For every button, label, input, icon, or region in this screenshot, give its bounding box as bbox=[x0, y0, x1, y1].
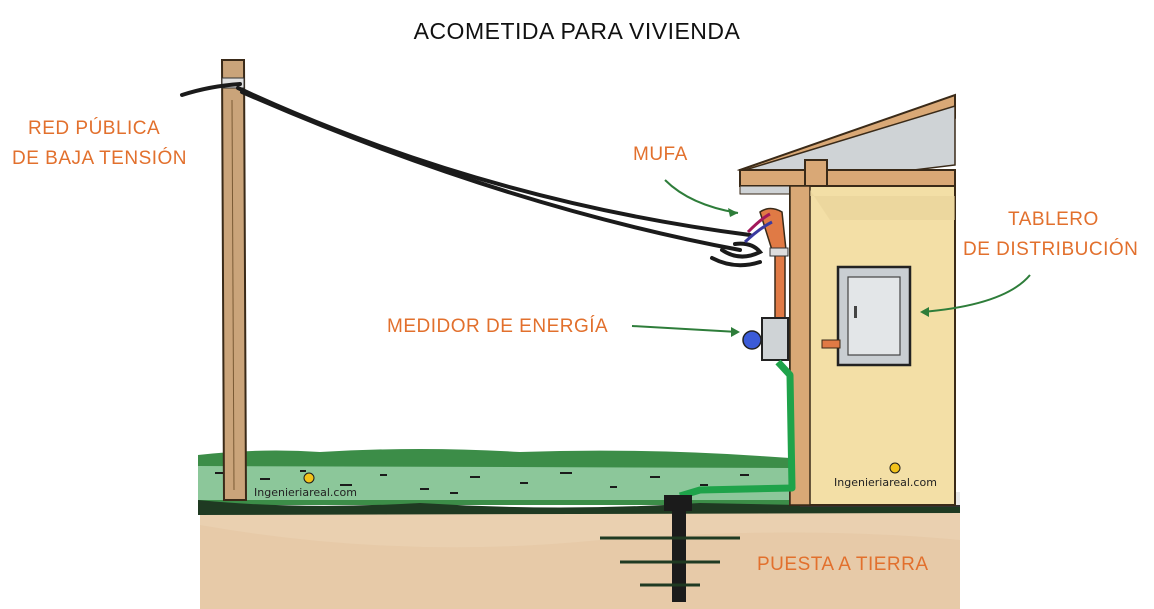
label-tablero-line2: DE DISTRIBUCIÓN bbox=[963, 239, 1139, 260]
ground-wire bbox=[678, 359, 796, 500]
service-cable bbox=[180, 82, 764, 268]
label-mufa: MUFA bbox=[633, 144, 688, 165]
ground-rod bbox=[600, 495, 740, 602]
distribution-board bbox=[821, 265, 912, 367]
diagram-title: ACOMETIDA PARA VIVIENDA bbox=[413, 18, 741, 44]
energy-meter bbox=[742, 317, 789, 361]
logo-mark-left bbox=[303, 472, 315, 484]
label-medidor: MEDIDOR DE ENERGÍA bbox=[387, 316, 609, 337]
watermark-right: Ingenieriareal.com bbox=[834, 476, 937, 489]
pointer-arrows bbox=[631, 179, 1031, 333]
watermark-left: Ingenieriareal.com bbox=[254, 486, 357, 499]
label-red-publica-line1: RED PÚBLICA bbox=[28, 118, 161, 139]
mufa-pipe bbox=[774, 254, 786, 321]
label-red-publica-line2: DE BAJA TENSIÓN bbox=[12, 148, 188, 169]
label-puesta-tierra: PUESTA A TIERRA bbox=[757, 554, 929, 575]
utility-pole bbox=[220, 59, 248, 501]
logo-mark-right bbox=[889, 462, 901, 474]
label-tablero-line1: TABLERO bbox=[1008, 209, 1099, 230]
